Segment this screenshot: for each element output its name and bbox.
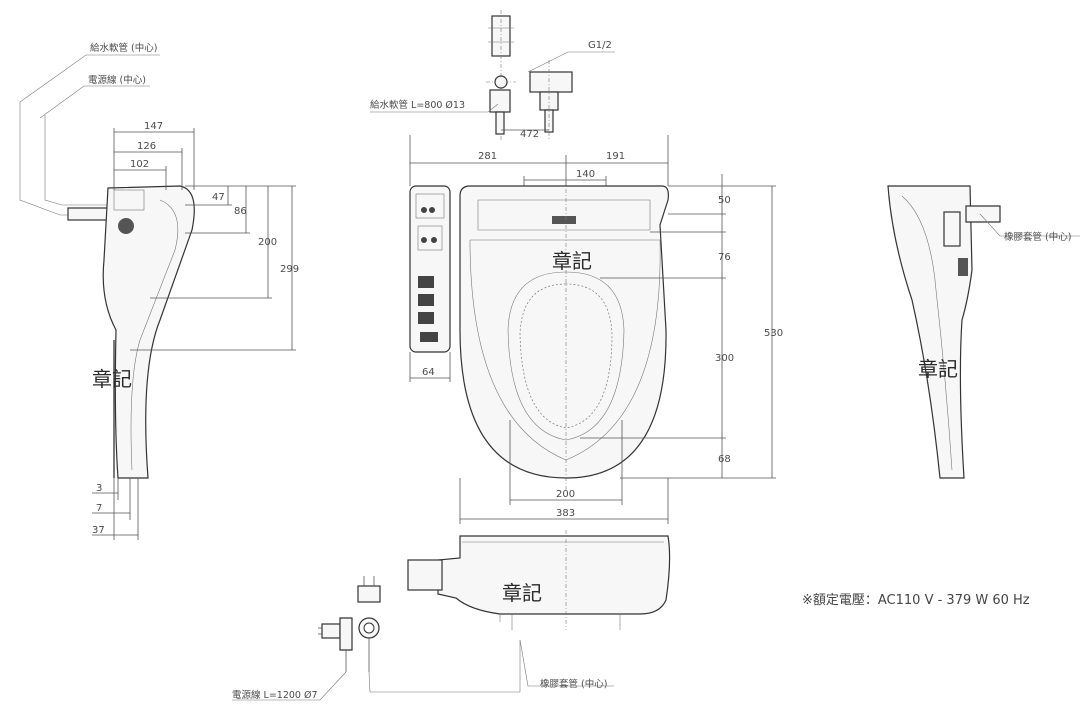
dim-126: 126 (137, 141, 156, 152)
side-knob (118, 218, 134, 234)
right-sleeve (965, 205, 1001, 223)
side-body (102, 185, 195, 479)
front-connector (407, 559, 443, 591)
thread-leader (527, 51, 615, 73)
right-body (887, 185, 973, 479)
stamp-right: 章記 (918, 357, 958, 381)
stamp-left: 章記 (92, 367, 132, 391)
remote-control (409, 185, 451, 353)
dim-200: 200 (258, 237, 277, 248)
dim-86: 86 (234, 206, 247, 217)
dim-68: 68 (718, 454, 731, 465)
side-hose-fitting (67, 207, 109, 221)
side-body-inner (130, 199, 179, 471)
dim-47: 47 (212, 192, 225, 203)
thread-label: G1/2 (588, 40, 612, 51)
dim-299: 299 (280, 264, 299, 275)
dim-147: 147 (144, 121, 163, 132)
dim-530: 530 (764, 328, 783, 339)
rated-voltage-spec: ※額定電壓：AC110 V - 379 W 60 Hz (802, 593, 1030, 608)
dim-191: 191 (606, 151, 625, 162)
supply-hose-leader (19, 54, 160, 103)
power-plug: 電源線 L=1200 Ø7 (232, 576, 521, 701)
side-connector (113, 189, 145, 211)
side-view: 給水軟管 (中心) 電源線 (中心) 147 126 102 47 86 (19, 42, 299, 540)
supply-hose-center-label: 給水軟管 (中心) (90, 42, 157, 54)
power-spec-leader (232, 671, 347, 701)
power-cord-spec-label: 電源線 L=1200 Ø7 (232, 689, 318, 701)
rubber-sleeve-bottom-label: 橡膠套管 (中心) (540, 678, 607, 690)
dim-472: 472 (520, 129, 539, 140)
seat-opening (507, 271, 625, 441)
right-connector (943, 211, 961, 247)
seat-hinge (477, 199, 651, 231)
fitting-ring (494, 75, 508, 89)
seat-sensor (552, 216, 576, 224)
dim-7: 7 (96, 503, 102, 514)
seat-outline (459, 185, 669, 479)
supply-spec-leader (370, 103, 499, 113)
dim-200-bottom: 200 (556, 489, 575, 500)
power-cord-leader (39, 85, 150, 119)
power-cord-center-label: 電源線 (中心) (88, 74, 146, 86)
dim-76: 76 (718, 252, 731, 263)
fittings-top: G1/2 給水軟管 L=800 Ø13 472 (370, 10, 615, 140)
front-body (437, 535, 671, 615)
plug-head (321, 623, 341, 639)
dim-102: 102 (130, 159, 149, 170)
stamp-center: 章記 (552, 249, 592, 273)
rubber-sleeve-right-label: 橡膠套管 (中心) (1004, 231, 1071, 243)
top-view: 281 191 140 64 (409, 135, 783, 524)
dim-140: 140 (576, 169, 595, 180)
rubber-sleeve-right-leader (979, 213, 1080, 237)
side-hose-line (19, 102, 110, 216)
dim-300: 300 (715, 353, 734, 364)
right-side-view: 橡膠套管 (中心) 章記 (887, 185, 1080, 479)
stamp-front: 章記 (502, 581, 542, 605)
dim-383: 383 (556, 508, 575, 519)
dim-37: 37 (92, 525, 105, 536)
rubber-sleeve-bottom-leader (519, 639, 614, 687)
supply-hose-spec-label: 給水軟管 L=800 Ø13 (370, 99, 465, 111)
side-cord-line (44, 115, 110, 206)
dim-64: 64 (422, 367, 435, 378)
dim-281: 281 (478, 151, 497, 162)
fitting-valve (529, 71, 573, 93)
plug-cap (357, 585, 381, 603)
dim-3: 3 (96, 483, 102, 494)
dim-50: 50 (718, 195, 731, 206)
front-view: 橡膠套管 (中心) 章記 (407, 530, 671, 690)
